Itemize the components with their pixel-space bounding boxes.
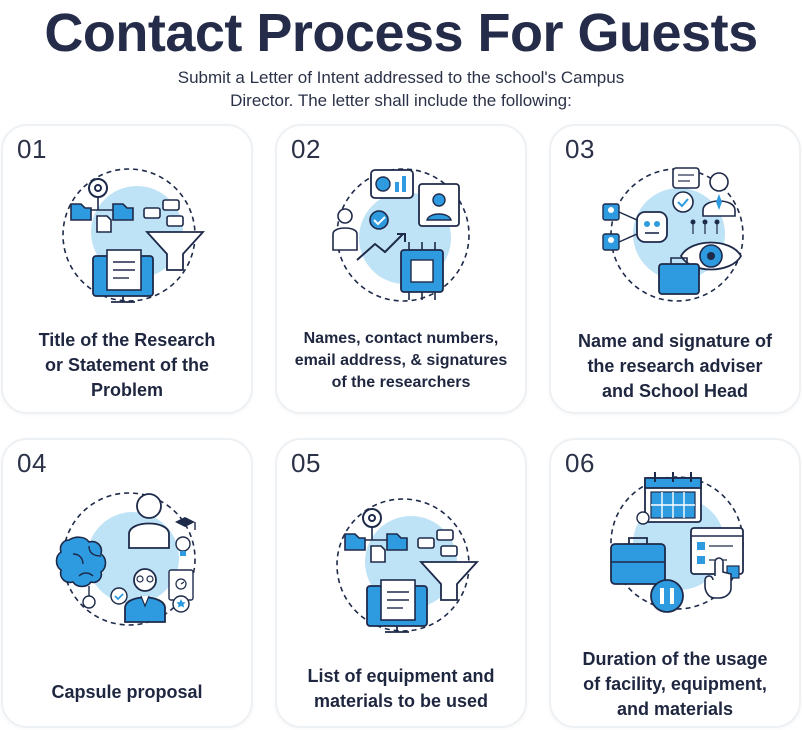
- step-number: 06: [565, 448, 595, 478]
- subtitle-line: Submit a Letter of Intent addressed to t…: [177, 68, 625, 87]
- step-number: 04: [17, 448, 47, 478]
- caption-line: of the researchers: [331, 374, 471, 391]
- caption-line: List of equipment and: [307, 666, 495, 686]
- step-number: 05: [291, 448, 321, 478]
- step-number: 03: [565, 134, 595, 164]
- caption-line: Title of the Research: [38, 330, 216, 350]
- page-title: Contact Process For Guests: [44, 3, 758, 63]
- documents-funnel-icon: [336, 498, 480, 633]
- caption-line: Name and signature of: [577, 331, 773, 351]
- step-caption: Capsule proposal: [11, 680, 243, 705]
- caption-line: Names, contact numbers,: [303, 330, 499, 347]
- caption-line: Duration of the usage: [582, 649, 768, 669]
- step-caption: Title of the Research or Statement of th…: [11, 328, 243, 403]
- step-number: 01: [17, 134, 47, 164]
- caption-line: or Statement of the: [44, 355, 209, 375]
- page-subtitle: Submit a Letter of Intent addressed to t…: [0, 66, 802, 112]
- brain-people-icon: [55, 492, 196, 626]
- caption-line: the research adviser: [587, 356, 763, 376]
- caption-line: and materials: [616, 699, 734, 719]
- documents-funnel-icon: [62, 168, 206, 303]
- caption-line: of facility, equipment,: [583, 674, 767, 694]
- step-caption: Duration of the usage of facility, equip…: [559, 647, 791, 722]
- caption-line: and School Head: [601, 381, 749, 401]
- step-card-02: 02 Names, contact numbers, email address…: [275, 124, 527, 414]
- calendar-briefcase-icon: [610, 472, 744, 613]
- caption-line: email address, & signatures: [294, 352, 508, 369]
- adviser-robot-eye-icon: [602, 167, 744, 302]
- caption-line: Capsule proposal: [51, 682, 203, 702]
- step-caption: Name and signature of the research advis…: [559, 329, 791, 404]
- step-caption: Names, contact numbers, email address, &…: [285, 328, 517, 394]
- researchers-chip-icon: [332, 168, 470, 302]
- step-caption: List of equipment and materials to be us…: [285, 664, 517, 714]
- step-card-03: 03 Name and signature of the: [549, 124, 801, 414]
- step-card-05: 05 List of equipment and materials to be…: [275, 438, 527, 728]
- step-card-01: 01 Title of the Research or Statement of…: [1, 124, 253, 414]
- step-card-04: 04 Capsule proposal: [1, 438, 253, 728]
- caption-line: materials to be used: [313, 691, 489, 711]
- step-card-06: 06 Duration of the usage of facility, eq…: [549, 438, 801, 728]
- caption-line: Problem: [90, 380, 164, 400]
- subtitle-line: Director. The letter shall include the f…: [230, 91, 572, 110]
- step-number: 02: [291, 134, 321, 164]
